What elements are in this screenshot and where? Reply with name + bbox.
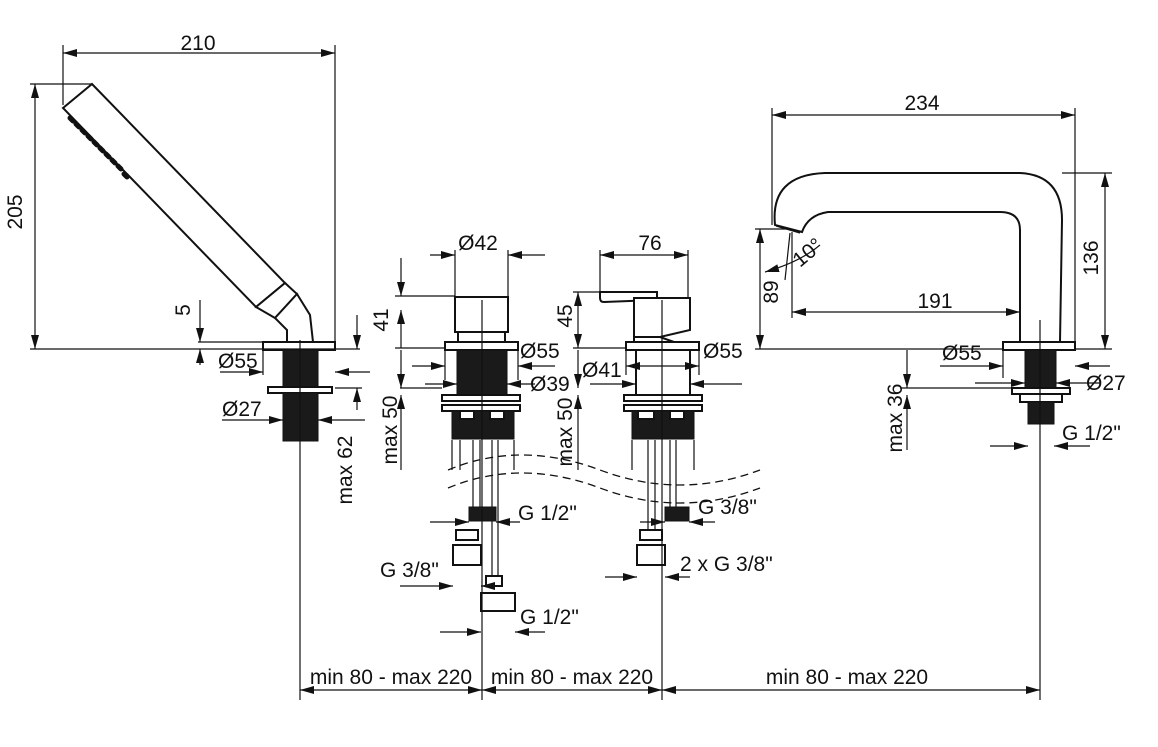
dim-body-27: Ø27 — [222, 398, 262, 421]
break-line-bottom — [447, 472, 761, 504]
dim-41: 41 — [370, 308, 393, 331]
spacing-2: min 80 - max 220 — [491, 666, 653, 689]
dim-210: 210 — [180, 32, 215, 55]
dim-cap-42: Ø42 — [458, 232, 498, 255]
dim-234: 234 — [904, 92, 939, 115]
spout-dimensions: 234 136 89 191 10° Ø55 Ø27 max 36 G 1/2" — [755, 92, 1126, 452]
dim-angle-10: 10° — [788, 234, 827, 272]
break-line-top — [447, 454, 761, 486]
dim-max-50-right: max 50 — [554, 398, 577, 467]
dim-5: 5 — [172, 304, 195, 316]
dim-max-36: max 36 — [884, 384, 907, 453]
dim-body-27-spout: Ø27 — [1086, 372, 1126, 395]
spray-nozzles-icon — [67, 115, 130, 180]
conn-g12-b: G 1/2" — [520, 606, 579, 629]
spacing-1: min 80 - max 220 — [310, 666, 472, 689]
hand-shower — [61, 82, 336, 700]
spout — [773, 172, 1076, 700]
conn-g12-a: G 1/2" — [518, 502, 577, 525]
conn-g12-spout: G 1/2" — [1062, 422, 1121, 445]
dim-flange-55-spout: Ø55 — [942, 342, 982, 365]
dim-flange-55-right: Ø55 — [703, 340, 743, 363]
spacing-3: min 80 - max 220 — [766, 666, 928, 689]
conn-g38-a: G 3/8" — [380, 559, 439, 582]
dim-flange-55-left: Ø55 — [520, 340, 560, 363]
dim-205: 205 — [4, 194, 27, 229]
valve-right — [599, 291, 703, 700]
dim-max-50-left: max 50 — [379, 396, 402, 465]
dim-max-62: max 62 — [334, 436, 357, 505]
conn-g38-b: G 3/8" — [698, 496, 757, 519]
dim-flange-55: Ø55 — [218, 350, 258, 373]
dim-76: 76 — [638, 232, 661, 255]
dim-45: 45 — [554, 304, 577, 327]
dim-191: 191 — [917, 290, 952, 313]
spacing-dimensions: min 80 - max 220 min 80 - max 220 min 80… — [300, 666, 1040, 694]
valve-right-dimensions: 76 45 max 50 Ø55 Ø41 G 3/8" 2 x G 3/8" — [554, 232, 773, 581]
dim-body-39: Ø39 — [530, 373, 570, 396]
dim-89: 89 — [760, 280, 783, 303]
dim-body-41: Ø41 — [582, 359, 622, 382]
dim-136: 136 — [1080, 240, 1103, 275]
conn-2xg38: 2 x G 3/8" — [680, 553, 773, 576]
hand-shower-dimensions: 210 205 5 Ø55 Ø27 max 62 — [4, 32, 370, 504]
valve-left-dimensions: Ø42 41 max 50 Ø55 Ø39 G 1/2" G 3/8" G 1/… — [370, 232, 579, 636]
valve-left — [441, 296, 521, 700]
